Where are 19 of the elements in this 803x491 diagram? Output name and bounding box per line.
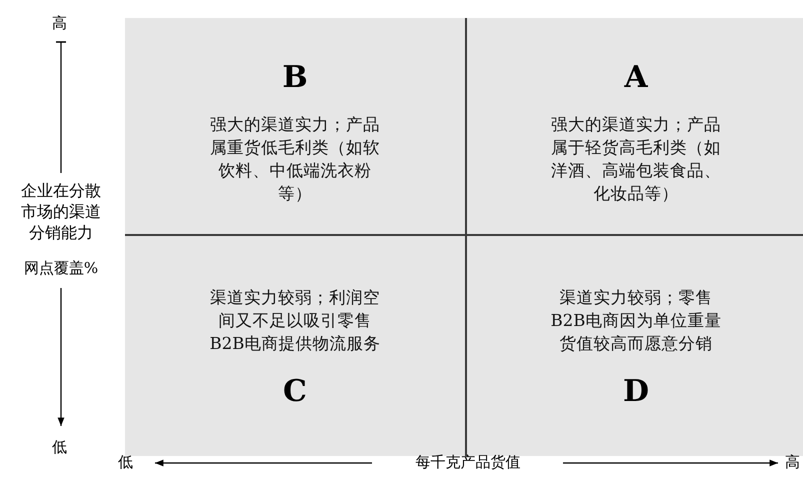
quadrant-box: [467, 18, 803, 234]
axis-unit: 网点覆盖%: [22, 258, 100, 279]
axis-title: 每千克产品货值: [414, 455, 522, 470]
quadrant-box: [125, 236, 465, 456]
quadrant-description: 强大的渠道实力；产品属于轻货高毛利类（如洋酒、高端包装食品、化妆品等）: [550, 114, 722, 205]
quadrant-box: [125, 18, 465, 234]
quadrant-description: 渠道实力较弱；利润空间又不足以吸引零售B2B电商提供物流服务: [209, 287, 381, 355]
quadrant-letter: D: [622, 377, 649, 407]
axis-label: 高: [785, 455, 800, 470]
quadrant-box: [467, 236, 803, 456]
quadrant-letter: C: [283, 377, 307, 407]
axis-title: 企业在分散市场的渠道分销能力: [20, 180, 102, 243]
axis-label: 低: [52, 440, 67, 455]
axis-label: 低: [118, 455, 133, 470]
quadrant-letter: A: [624, 63, 648, 93]
quadrant-description: 强大的渠道实力；产品属重货低毛利类（如软饮料、中低端洗衣粉等）: [209, 114, 381, 205]
quadrant-description: 渠道实力较弱；零售B2B电商因为单位重量货值较高而愿意分销: [550, 287, 722, 355]
quadrant-letter: B: [282, 63, 308, 93]
axis-label: 高: [52, 16, 67, 31]
